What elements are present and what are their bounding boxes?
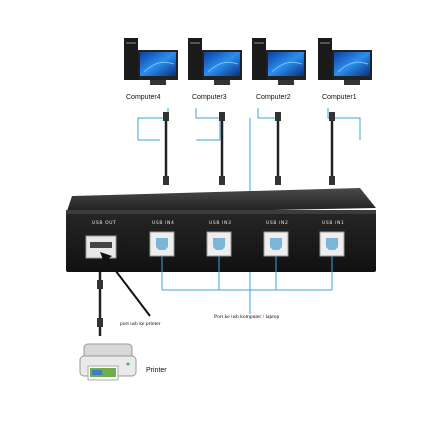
usb-out-label: USB OUT xyxy=(92,221,117,226)
printer-port-note: port usb ke printer xyxy=(120,321,161,327)
input-bracket xyxy=(161,256,333,291)
computer-1-icon xyxy=(318,38,372,85)
printer-icon xyxy=(79,343,137,381)
computer-2-icon xyxy=(252,38,306,85)
usb-cable-3 xyxy=(219,112,225,185)
usb-in3-port xyxy=(206,231,232,257)
printer-cable xyxy=(97,272,103,336)
usb-in4-label: USB IN4 xyxy=(152,221,175,226)
usb-cable-1 xyxy=(329,112,335,185)
computer-2-label: Computer2 xyxy=(256,94,291,101)
usb-out-port xyxy=(85,235,117,259)
usb-in1-port xyxy=(319,231,345,257)
usb-switch-box xyxy=(66,188,376,272)
computer-4-icon xyxy=(124,38,178,85)
usb-cable-2 xyxy=(275,112,281,185)
computer-wires xyxy=(137,108,361,141)
usb-in4-port xyxy=(149,231,175,257)
computer-4-label: Computer4 xyxy=(126,94,161,101)
computer-1-label: Computer1 xyxy=(322,94,357,101)
usb-in3-label: USB IN3 xyxy=(209,221,232,226)
computer-3-icon xyxy=(188,38,242,85)
usb-in1-label: USB IN1 xyxy=(322,221,345,226)
computer-3-label: Computer3 xyxy=(192,94,227,101)
printer-arrow xyxy=(100,252,151,317)
printer-label: Printer xyxy=(146,367,167,374)
usb-in2-label: USB IN2 xyxy=(266,221,289,226)
computer-port-note: Port ke usb komputer / laptop xyxy=(214,314,280,320)
usb-cable-4 xyxy=(163,112,169,185)
usb-in2-port xyxy=(263,231,289,257)
